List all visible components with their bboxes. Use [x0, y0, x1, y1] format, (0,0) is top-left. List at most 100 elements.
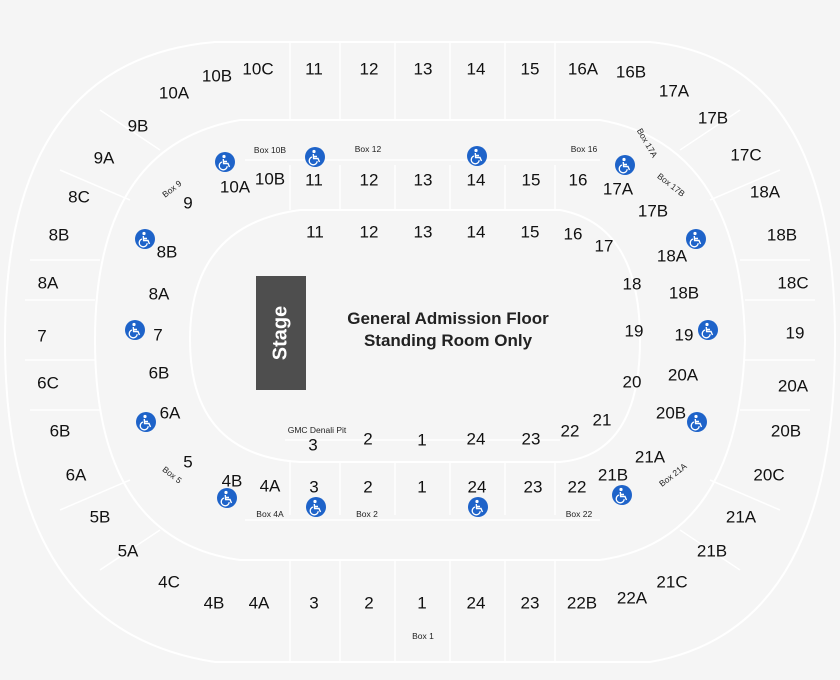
section-label[interactable]: 20A — [667, 365, 699, 385]
section-label[interactable]: 21C — [656, 572, 688, 592]
section-label[interactable]: 12 — [359, 222, 379, 242]
section-label[interactable]: 16 — [568, 170, 588, 190]
section-label[interactable]: 22A — [616, 588, 648, 608]
section-label[interactable]: 18A — [656, 246, 688, 266]
section-label[interactable]: 17A — [658, 81, 690, 101]
section-label[interactable]: 8B — [48, 225, 70, 245]
section-label[interactable]: 10B — [201, 66, 233, 86]
section-label[interactable]: 6A — [65, 465, 87, 485]
section-label[interactable]: 9B — [127, 116, 149, 136]
section-label[interactable]: 12 — [359, 59, 379, 79]
section-label[interactable]: 16A — [567, 59, 599, 79]
section-label[interactable]: 1 — [417, 593, 427, 613]
box-label[interactable]: Box 16 — [570, 143, 598, 154]
section-label[interactable]: 5A — [117, 541, 139, 561]
section-label[interactable]: 10A — [219, 177, 251, 197]
section-label[interactable]: 21A — [725, 507, 757, 527]
section-label[interactable]: 22 — [567, 477, 587, 497]
section-label[interactable]: 6A — [159, 403, 181, 423]
section-label[interactable]: 1 — [417, 477, 427, 497]
section-label[interactable]: 4B — [221, 471, 243, 491]
section-label[interactable]: 24 — [466, 429, 486, 449]
section-label[interactable]: 20 — [622, 372, 642, 392]
section-label[interactable]: 19 — [785, 323, 805, 343]
section-label[interactable]: 8A — [37, 273, 59, 293]
section-label[interactable]: 7 — [153, 325, 163, 345]
section-label[interactable]: 12 — [359, 170, 379, 190]
section-label[interactable]: 23 — [521, 429, 541, 449]
section-label[interactable]: 17B — [697, 108, 729, 128]
box-label[interactable]: Box 4A — [256, 508, 284, 519]
section-label[interactable]: 10C — [242, 59, 274, 79]
section-label[interactable]: 10B — [254, 169, 286, 189]
section-label[interactable]: 14 — [466, 222, 486, 242]
section-label[interactable]: 17A — [602, 179, 634, 199]
section-label[interactable]: 15 — [520, 222, 540, 242]
section-label[interactable]: 21B — [597, 465, 629, 485]
section-label[interactable]: 4A — [248, 593, 270, 613]
section-label[interactable]: 14 — [466, 59, 486, 79]
section-label[interactable]: 11 — [305, 59, 323, 79]
section-label[interactable]: 8B — [156, 242, 178, 262]
section-label[interactable]: 21A — [634, 447, 666, 467]
section-label[interactable]: 11 — [305, 170, 323, 190]
section-label[interactable]: 5B — [89, 507, 111, 527]
section-label[interactable]: 13 — [413, 170, 433, 190]
box-label[interactable]: Box 1 — [412, 630, 434, 641]
section-label[interactable]: 17B — [637, 201, 669, 221]
section-label[interactable]: 18B — [668, 283, 700, 303]
section-label[interactable]: 14 — [466, 170, 486, 190]
section-label[interactable]: 15 — [521, 170, 541, 190]
section-label[interactable]: 20B — [655, 403, 687, 423]
section-label[interactable]: 18B — [766, 225, 798, 245]
section-label[interactable]: 13 — [413, 222, 433, 242]
section-label[interactable]: 18C — [777, 273, 809, 293]
section-label[interactable]: 20C — [753, 465, 785, 485]
section-label[interactable]: 3 — [308, 435, 318, 455]
section-label[interactable]: 16B — [615, 62, 647, 82]
section-label[interactable]: 22 — [560, 421, 580, 441]
section-label[interactable]: 18A — [749, 182, 781, 202]
box-label[interactable]: Box 10B — [253, 144, 287, 155]
general-admission-floor[interactable]: General Admission Floor Standing Room On… — [347, 308, 549, 352]
section-label[interactable]: 4B — [203, 593, 225, 613]
section-label[interactable]: 21 — [592, 410, 612, 430]
section-label[interactable]: 2 — [363, 429, 373, 449]
section-label[interactable]: 23 — [520, 593, 540, 613]
section-label[interactable]: 1 — [417, 430, 427, 450]
section-label[interactable]: 5 — [183, 452, 193, 472]
section-label[interactable]: 15 — [520, 59, 540, 79]
section-label[interactable]: 8A — [148, 284, 170, 304]
section-label[interactable]: 8C — [68, 187, 90, 207]
section-label[interactable]: 24 — [467, 477, 487, 497]
section-label[interactable]: 17C — [730, 145, 762, 165]
section-label[interactable]: 9A — [93, 148, 115, 168]
section-label[interactable]: 16 — [563, 224, 583, 244]
section-label[interactable]: 23 — [523, 477, 543, 497]
section-label[interactable]: 2 — [364, 593, 374, 613]
section-label[interactable]: 3 — [309, 477, 319, 497]
box-label[interactable]: Box 22 — [565, 508, 593, 519]
section-label[interactable]: 20B — [770, 421, 802, 441]
section-label[interactable]: 11 — [306, 222, 324, 242]
section-label[interactable]: 17 — [594, 236, 614, 256]
box-label[interactable]: Box 2 — [356, 508, 378, 519]
section-label[interactable]: 4A — [259, 476, 281, 496]
section-label[interactable]: 6C — [37, 373, 59, 393]
section-label[interactable]: 13 — [413, 59, 433, 79]
section-label[interactable]: 4C — [158, 572, 180, 592]
section-label[interactable]: 18 — [622, 274, 642, 294]
section-label[interactable]: 10A — [158, 83, 190, 103]
section-label[interactable]: 24 — [466, 593, 486, 613]
section-label[interactable]: 21B — [696, 541, 728, 561]
section-label[interactable]: 7 — [37, 326, 47, 346]
section-label[interactable]: 6B — [148, 363, 170, 383]
box-label[interactable]: Box 12 — [354, 143, 382, 154]
section-label[interactable]: 9 — [183, 193, 193, 213]
section-label[interactable]: 6B — [49, 421, 71, 441]
section-label[interactable]: 19 — [674, 325, 694, 345]
box-label[interactable]: GMC Denali Pit — [287, 424, 347, 435]
section-label[interactable]: 2 — [363, 477, 373, 497]
section-label[interactable]: 20A — [777, 376, 809, 396]
section-label[interactable]: 19 — [624, 321, 644, 341]
